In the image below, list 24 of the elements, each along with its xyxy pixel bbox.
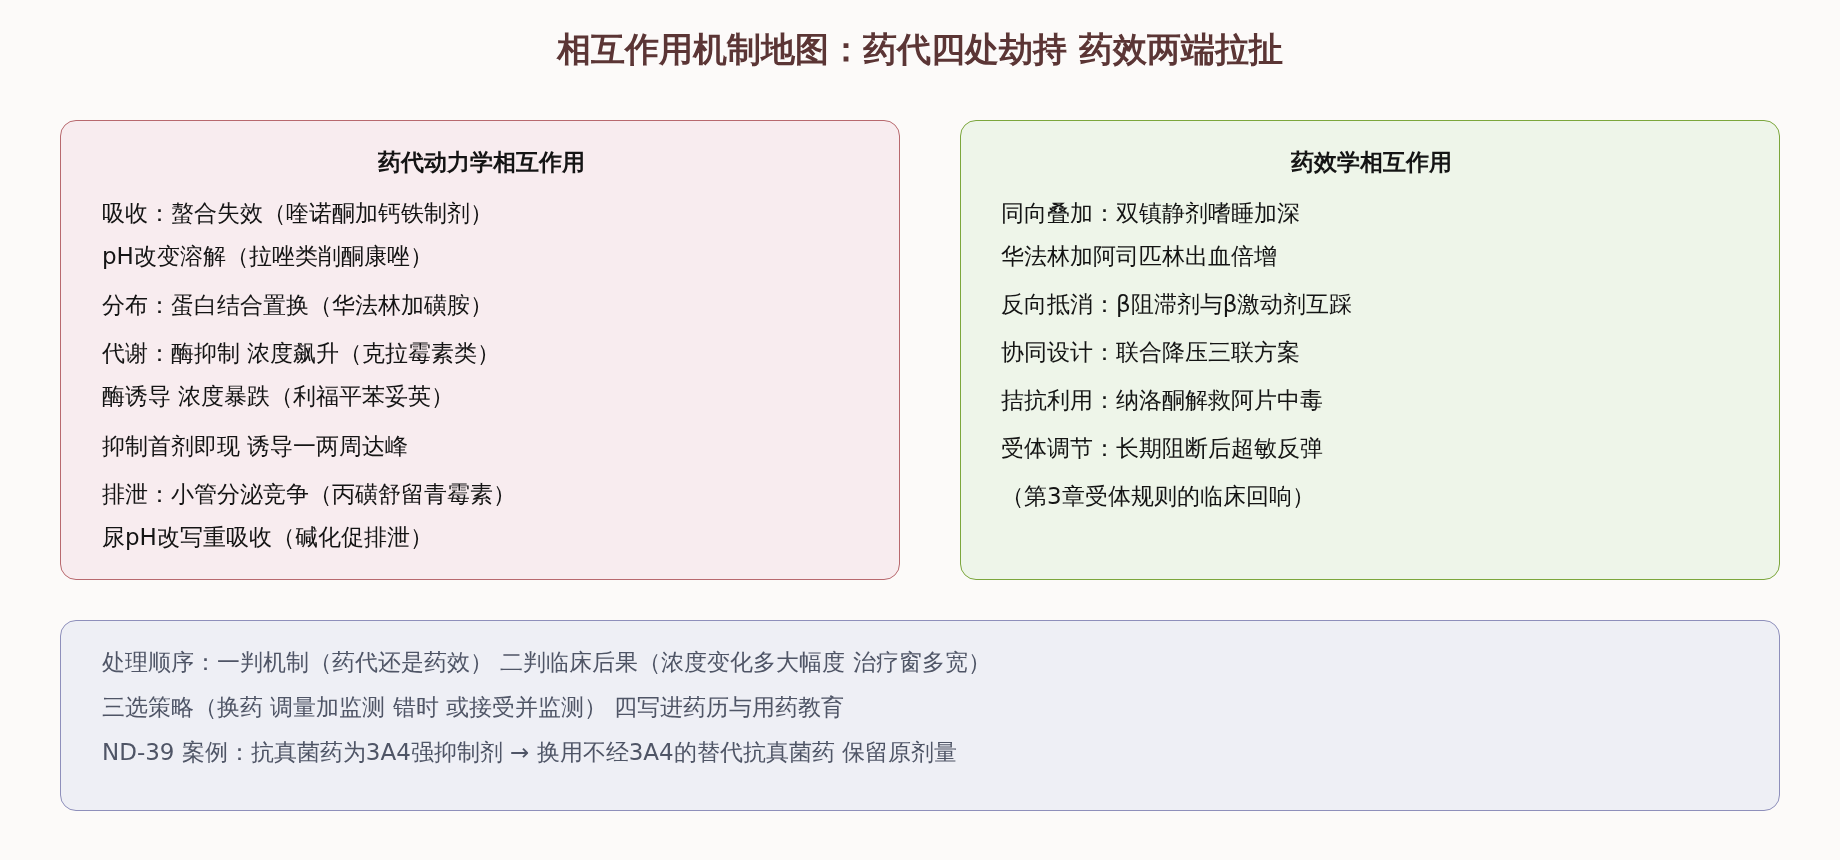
item-text: 华法林加阿司匹林出血倍增 xyxy=(1001,242,1277,271)
item-text: 尿pH改写重吸收（碱化促排泄） xyxy=(102,523,433,552)
item-text: ND-39 案例：抗真菌药为3A4强抑制剂 → 换用不经3A4的替代抗真菌药 保留原剂量 xyxy=(102,738,957,767)
item-text: 抑制首剂即现 诱导一两周达峰 xyxy=(102,432,409,461)
panel-heading: 药代动力学相互作用 xyxy=(377,148,585,177)
info-panel xyxy=(960,120,1780,580)
item-text: 受体调节：长期阻断后超敏反弹 xyxy=(1001,434,1323,463)
item-text: pH改变溶解（拉唑类削酮康唑） xyxy=(102,242,433,271)
item-text: 分布：蛋白结合置换（华法林加磺胺） xyxy=(102,291,493,320)
item-text: 排泄：小管分泌竞争（丙磺舒留青霉素） xyxy=(102,480,516,509)
item-text: （第3章受体规则的临床回响） xyxy=(1001,482,1315,511)
info-panel xyxy=(60,620,1780,811)
info-panel xyxy=(60,120,900,580)
item-text: 处理顺序：一判机制（药代还是药效） 二判临床后果（浓度变化多大幅度 治疗窗多宽） xyxy=(102,648,991,677)
panel-heading: 药效学相互作用 xyxy=(1290,148,1452,177)
item-text: 协同设计：联合降压三联方案 xyxy=(1001,338,1300,367)
title: 相互作用机制地图：药代四处劫持 药效两端拉扯 xyxy=(557,28,1283,71)
item-text: 吸收：螯合失效（喹诺酮加钙铁制剂） xyxy=(102,199,493,228)
item-text: 反向抵消：β阻滞剂与β激动剂互踩 xyxy=(1001,290,1353,319)
item-text: 酶诱导 浓度暴跌（利福平苯妥英） xyxy=(102,382,455,411)
item-text: 同向叠加：双镇静剂嗜睡加深 xyxy=(1001,199,1300,228)
item-text: 拮抗利用：纳洛酮解救阿片中毒 xyxy=(1001,386,1323,415)
item-text: 代谢：酶抑制 浓度飙升（克拉霉素类） xyxy=(102,339,501,368)
item-text: 三选策略（换药 调量加监测 错时 或接受并监测） 四写进药历与用药教育 xyxy=(102,693,845,722)
